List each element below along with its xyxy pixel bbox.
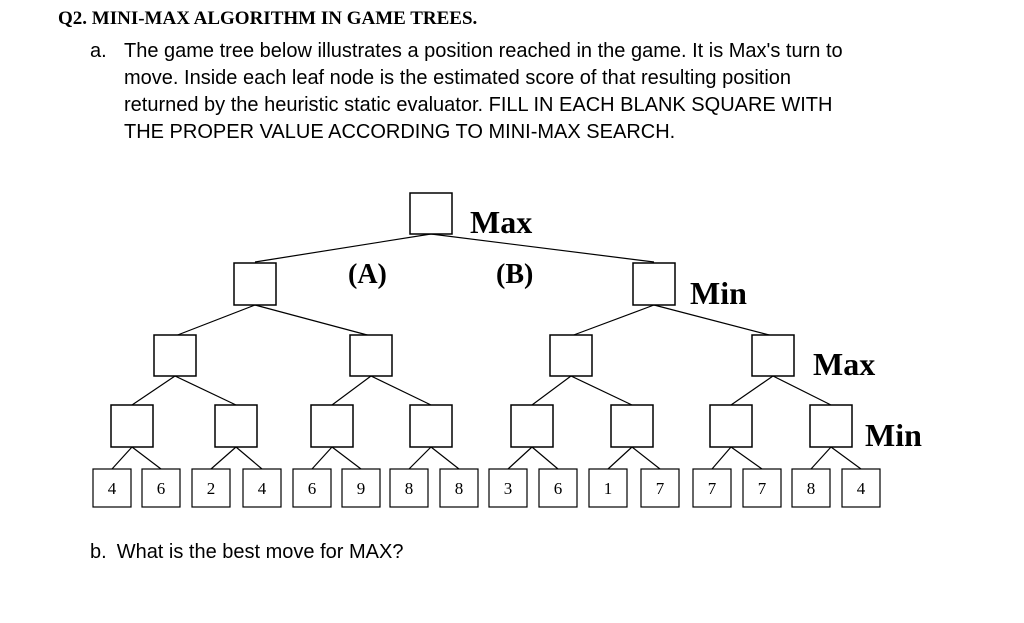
leaf-value-13: 7 bbox=[708, 479, 717, 498]
level2-blank-square-1[interactable] bbox=[153, 334, 197, 377]
level3-blank-square-1[interactable] bbox=[110, 404, 154, 448]
part-a-line-3: returned by the heuristic static evaluat… bbox=[124, 94, 833, 116]
leaf-value-8: 8 bbox=[455, 479, 464, 498]
leaf-value-9: 3 bbox=[504, 479, 513, 498]
part-a-label: a. bbox=[90, 40, 107, 62]
level3-blank-square-8[interactable] bbox=[809, 404, 853, 448]
part-b: b. What is the best move for MAX? bbox=[90, 541, 403, 564]
leaf-value-12: 7 bbox=[656, 479, 665, 498]
leaf-value-5: 6 bbox=[308, 479, 317, 498]
level-label-level2: Max bbox=[813, 346, 875, 382]
level3-blank-square-5[interactable] bbox=[510, 404, 554, 448]
level3-blank-square-2[interactable] bbox=[214, 404, 258, 448]
root-blank-square[interactable] bbox=[409, 192, 453, 235]
part-a-line-1: The game tree below illustrates a positi… bbox=[124, 40, 843, 62]
level1-blank-square-b[interactable] bbox=[632, 262, 676, 306]
leaf-value-7: 8 bbox=[405, 479, 414, 498]
level3-blank-square-7[interactable] bbox=[709, 404, 753, 448]
level-label-level1: Min bbox=[690, 275, 747, 311]
part-b-text: What is the best move for MAX? bbox=[116, 541, 404, 563]
level2-blank-square-2[interactable] bbox=[349, 334, 393, 377]
leaf-value-15: 8 bbox=[807, 479, 816, 498]
leaf-boxes bbox=[92, 468, 881, 508]
leaf-value-14: 7 bbox=[758, 479, 767, 498]
level1-blank-square-a[interactable] bbox=[233, 262, 277, 306]
move-label-b: (B) bbox=[496, 259, 533, 290]
part-a: a. The game tree below illustrates a pos… bbox=[90, 38, 970, 146]
part-a-line-2: move. Inside each leaf node is the estim… bbox=[124, 67, 792, 89]
question-title: Q2. MINI-MAX ALGORITHM IN GAME TREES. bbox=[58, 8, 478, 29]
level2-blank-square-3[interactable] bbox=[549, 334, 593, 377]
leaf-value-4: 4 bbox=[258, 479, 267, 498]
part-a-line-4: THE PROPER VALUE ACCORDING TO MINI-MAX S… bbox=[124, 121, 676, 143]
leaf-value-16: 4 bbox=[857, 479, 866, 498]
level-label-level3: Min bbox=[865, 417, 922, 453]
level3-blank-square-3[interactable] bbox=[310, 404, 354, 448]
leaf-value-2: 6 bbox=[157, 479, 166, 498]
leaf-value-11: 1 bbox=[604, 479, 613, 498]
leaf-value-3: 2 bbox=[207, 479, 216, 498]
part-b-label: b. bbox=[90, 541, 107, 563]
tree-edges bbox=[111, 233, 862, 470]
level3-blank-square-4[interactable] bbox=[409, 404, 453, 448]
level2-blank-square-4[interactable] bbox=[751, 334, 795, 377]
leaf-value-6: 9 bbox=[357, 479, 366, 498]
leaf-value-1: 4 bbox=[108, 479, 117, 498]
level-label-root: Max bbox=[470, 204, 532, 240]
level3-blank-square-6[interactable] bbox=[610, 404, 654, 448]
leaf-value-10: 6 bbox=[554, 479, 563, 498]
move-label-a: (A) bbox=[348, 259, 387, 290]
